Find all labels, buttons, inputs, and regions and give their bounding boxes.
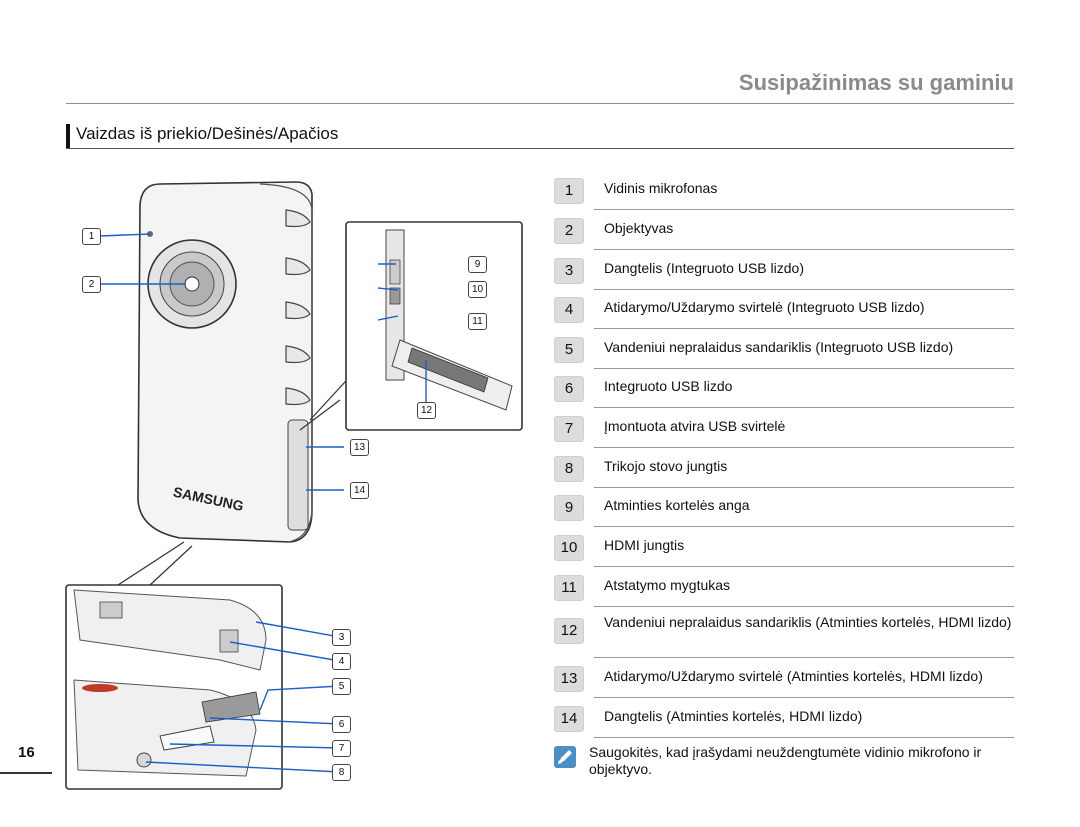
legend-row: 13 Atidarymo/Uždarymo svirtelė (Atmintie… [554,658,1014,698]
legend-text: Vandeniui nepralaidus sandariklis (Atmin… [604,614,1012,630]
legend-number: 1 [554,178,584,204]
legend-number: 7 [554,416,584,442]
legend-row: 4 Atidarymo/Uždarymo svirtelė (Integruot… [554,289,1014,329]
callout-8: 8 [332,764,351,781]
legend-row: 2 Objektyvas [554,210,1014,250]
legend-divider [594,407,1014,408]
callout-4: 4 [332,653,351,670]
page-number-rule [0,772,52,774]
camcorder-illustration: SAMSUNG [60,170,540,800]
section-marker [66,124,70,148]
legend-divider [594,657,1014,658]
legend-divider [594,737,1014,738]
page-header-title: Susipažinimas su gaminiu [738,70,1014,95]
legend-text: Atidarymo/Uždarymo svirtelė (Integruoto … [604,299,925,315]
legend-row: 10 HDMI jungtis [554,527,1014,567]
legend-row: 11 Atstatymo mygtukas [554,567,1014,607]
legend-row: 1 Vidinis mikrofonas [554,170,1014,210]
legend-text: Vidinis mikrofonas [604,180,718,196]
legend-number: 10 [554,535,584,561]
callout-12: 12 [417,402,436,419]
legend-text: Dangtelis (Integruoto USB lizdo) [604,260,804,276]
callout-1: 1 [82,228,101,245]
legend-number: 5 [554,337,584,363]
section-title: Vaizdas iš priekio/Dešinės/Apačios [76,124,339,143]
legend-number: 14 [554,706,584,732]
legend-text: Atidarymo/Uždarymo svirtelė (Atminties k… [604,668,983,684]
callout-3: 3 [332,629,351,646]
callout-11: 11 [468,313,487,330]
legend-row: 12 Vandeniui nepralaidus sandariklis (At… [554,606,1014,658]
legend-number: 8 [554,456,584,482]
legend-row: 9 Atminties kortelės anga [554,487,1014,527]
legend-text: Atstatymo mygtukas [604,577,731,593]
legend-divider [594,289,1014,290]
legend-number: 6 [554,376,584,402]
legend-number: 4 [554,297,584,323]
legend-divider [594,368,1014,369]
legend-divider [594,328,1014,329]
legend-number: 3 [554,258,584,284]
legend-divider [594,566,1014,567]
legend-row: 7 Įmontuota atvira USB svirtelė [554,408,1014,448]
legend-text: HDMI jungtis [604,537,685,553]
legend-number: 2 [554,218,584,244]
callout-9: 9 [468,256,487,273]
legend-divider [594,447,1014,448]
legend-row: 3 Dangtelis (Integruoto USB lizdo) [554,250,1014,290]
legend-row: 6 Integruoto USB lizdo [554,368,1014,408]
callout-14: 14 [350,482,369,499]
legend-divider [594,487,1014,488]
legend-text: Vandeniui nepralaidus sandariklis (Integ… [604,339,954,355]
legend-divider [594,697,1014,698]
legend-divider [594,249,1014,250]
section-divider [66,148,1014,149]
legend-number: 11 [554,575,584,601]
callout-6: 6 [332,716,351,733]
legend-text: Įmontuota atvira USB svirtelė [604,418,786,434]
legend-text: Integruoto USB lizdo [604,378,733,394]
note-text: Saugokitės, kad įrašydami neuždengtumėte… [589,744,982,777]
camcorder-drawing: SAMSUNG [65,181,523,790]
legend-row: 8 Trikojo stovo jungtis [554,448,1014,488]
callout-2: 2 [82,276,101,293]
legend-divider [594,606,1014,607]
header-divider [66,103,1014,104]
legend-text: Dangtelis (Atminties kortelės, HDMI lizd… [604,708,863,724]
legend-text: Atminties kortelės anga [604,497,750,513]
callout-13: 13 [350,439,369,456]
callout-5: 5 [332,678,351,695]
legend-text: Objektyvas [604,220,674,236]
legend-row: 5 Vandeniui nepralaidus sandariklis (Int… [554,329,1014,369]
legend-divider [594,526,1014,527]
legend-text: Trikojo stovo jungtis [604,458,728,474]
note-pencil-icon [554,746,576,768]
legend-number: 13 [554,666,584,692]
callout-7: 7 [332,740,351,757]
callout-10: 10 [468,281,487,298]
legend-number: 12 [554,618,584,644]
legend-number: 9 [554,495,584,521]
legend-row: 14 Dangtelis (Atminties kortelės, HDMI l… [554,698,1014,738]
page-number: 16 [18,744,35,761]
legend-divider [594,209,1014,210]
